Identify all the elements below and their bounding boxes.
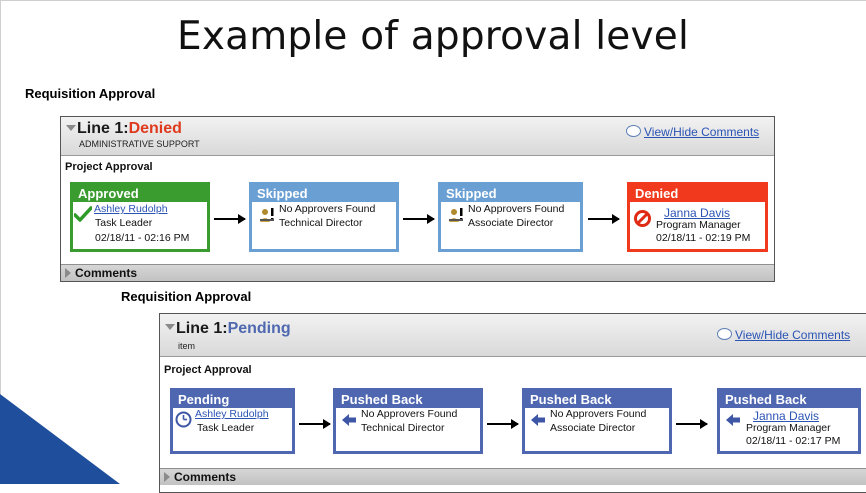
approver-role: Task Leader — [95, 217, 153, 229]
flow-arrow — [403, 214, 435, 224]
approver-role: Task Leader — [197, 422, 255, 434]
back-arrow-icon — [342, 414, 356, 426]
approval-timestamp: 02/18/11 - 02:19 PM — [656, 232, 751, 244]
approval-card-denied: Denied Janna Davis Program Manager 02/18… — [627, 182, 768, 252]
approver-name-link[interactable]: Janna Davis — [664, 206, 731, 220]
approval-card-skipped: Skipped No Approvers Found Technical Dir… — [249, 182, 399, 252]
approver-role: Program Manager — [746, 422, 831, 434]
person-warning-icon — [449, 208, 463, 222]
approval-card-approved: Approved Ashley Rudolph Task Leader 02/1… — [70, 182, 210, 252]
approver-role: Program Manager — [656, 219, 741, 231]
approval-card-skipped: Skipped No Approvers Found Associate Dir… — [438, 182, 583, 252]
collapse-toggle-icon[interactable] — [165, 324, 175, 330]
check-icon — [74, 206, 92, 222]
card-status-header: Approved — [73, 185, 207, 202]
approval-panel-pending: Line 1:Pending item View/Hide Comments P… — [159, 313, 866, 493]
view-hide-comments-link[interactable]: View/Hide Comments — [717, 328, 850, 342]
card-message: No Approvers Found — [279, 203, 376, 215]
card-status-header: Pushed Back — [525, 391, 669, 408]
approval-card-pushed-back: Pushed Back No Approvers Found Technical… — [333, 388, 483, 454]
line-subtitle: item — [178, 341, 196, 351]
card-status-header: Skipped — [441, 185, 580, 202]
line-title: Line 1:Pending — [176, 320, 291, 338]
approval-card-pushed-back: Pushed Back No Approvers Found Associate… — [522, 388, 672, 454]
line-header: Line 1:Denied ADMINISTRATIVE SUPPORT Vie… — [61, 117, 774, 156]
flow-arrow — [299, 419, 331, 429]
line-subtitle: ADMINISTRATIVE SUPPORT — [79, 139, 200, 149]
line-label: Line 1: — [176, 320, 228, 337]
comments-bar[interactable]: Comments — [160, 468, 866, 485]
comment-bubble-icon — [626, 125, 641, 137]
card-message: No Approvers Found — [361, 408, 458, 420]
approval-timestamp: 02/18/11 - 02:16 PM — [95, 232, 190, 244]
slide-title: Example of approval level — [177, 14, 689, 59]
card-role: Associate Director — [550, 422, 636, 434]
expand-triangle-icon — [65, 268, 71, 278]
approver-name-link[interactable]: Janna Davis — [753, 409, 820, 423]
approver-name-link[interactable]: Ashley Rudolph — [94, 203, 168, 215]
line-status: Denied — [128, 120, 182, 137]
requisition-approval-heading: Requisition Approval — [121, 289, 252, 304]
card-status-header: Denied — [630, 185, 765, 202]
view-hide-comments-label: View/Hide Comments — [644, 125, 760, 139]
line-label: Line 1: — [77, 120, 129, 137]
view-hide-comments-label: View/Hide Comments — [735, 328, 851, 342]
denied-icon — [634, 210, 651, 227]
comments-label: Comments — [75, 266, 138, 280]
approval-panel-denied: Line 1:Denied ADMINISTRATIVE SUPPORT Vie… — [60, 116, 775, 282]
card-status-header: Pushed Back — [336, 391, 480, 408]
comments-bar[interactable]: Comments — [61, 264, 774, 281]
line-header: Line 1:Pending item View/Hide Comments — [160, 314, 866, 357]
comments-label: Comments — [174, 470, 237, 484]
project-approval-label: Project Approval — [164, 364, 252, 376]
requisition-approval-heading: Requisition Approval — [25, 86, 156, 101]
approval-card-pending: Pending Ashley Rudolph Task Leader — [170, 388, 295, 454]
card-role: Technical Director — [361, 422, 445, 434]
back-arrow-icon — [531, 414, 545, 426]
flow-arrow — [487, 419, 519, 429]
collapse-toggle-icon[interactable] — [66, 125, 76, 131]
expand-triangle-icon — [164, 472, 170, 482]
line-status: Pending — [227, 320, 291, 337]
slide-corner-decoration — [0, 394, 120, 484]
card-status-header: Pending — [173, 391, 292, 408]
flow-arrow — [588, 214, 620, 224]
back-arrow-icon — [726, 414, 740, 426]
approval-card-pushed-back: Pushed Back Janna Davis Program Manager … — [717, 388, 861, 454]
comment-bubble-icon — [717, 328, 732, 340]
view-hide-comments-link[interactable]: View/Hide Comments — [626, 125, 759, 139]
flow-arrow — [676, 419, 708, 429]
clock-icon — [175, 411, 192, 428]
line-title: Line 1:Denied — [77, 120, 182, 138]
card-role: Associate Director — [468, 217, 554, 229]
approval-timestamp: 02/18/11 - 02:17 PM — [746, 435, 841, 447]
card-status-header: Pushed Back — [720, 391, 858, 408]
card-message: No Approvers Found — [550, 408, 647, 420]
project-approval-label: Project Approval — [65, 161, 153, 173]
card-status-header: Skipped — [252, 185, 396, 202]
card-message: No Approvers Found — [468, 203, 565, 215]
flow-arrow — [214, 214, 246, 224]
person-warning-icon — [260, 208, 274, 222]
card-role: Technical Director — [279, 217, 363, 229]
approver-name-link[interactable]: Ashley Rudolph — [195, 408, 269, 420]
